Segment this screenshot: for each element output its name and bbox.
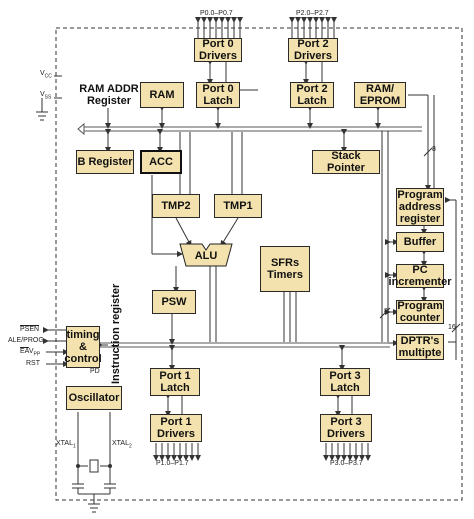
- port3-latch-label: Port 3 Latch: [329, 370, 361, 394]
- port1-latch-label: Port 1 Latch: [159, 370, 191, 394]
- xtal2-main: XTAL: [112, 440, 129, 447]
- ram-eprom-block: RAM/ EPROM: [354, 82, 406, 108]
- vss-sub: SS: [44, 94, 52, 101]
- dptr-label: DPTR's multipte: [398, 335, 442, 359]
- tmp2-label: TMP2: [161, 200, 191, 212]
- timing-control-label: timing & control: [64, 329, 102, 365]
- port0-drivers-block: Port 0 Drivers: [194, 38, 242, 62]
- port2-latch-block: Port 2 Latch: [290, 82, 334, 108]
- stack-pointer-label: Stack Pointer: [327, 150, 365, 174]
- psen-label: PSEN: [20, 326, 40, 333]
- port3-drivers-block: Port 3 Drivers: [320, 414, 372, 442]
- p2-pin-lines: [289, 17, 337, 38]
- sfrs-timers-block: SFRs Timers: [260, 246, 310, 292]
- alu-label: ALU: [194, 250, 218, 262]
- ea-main: EA: [20, 348, 29, 355]
- program-address-register-label: Program address register: [397, 189, 443, 225]
- right-bus-width: 8: [384, 308, 388, 315]
- addr-bus-width: 8: [432, 146, 436, 153]
- psw-block: PSW: [152, 290, 196, 314]
- tmp1-label: TMP1: [223, 200, 253, 212]
- chip-boundary: [55, 27, 463, 501]
- acc-block: ACC: [140, 150, 182, 174]
- port0-drivers-label: Port 0 Drivers: [199, 38, 237, 62]
- ram-label: RAM: [149, 89, 175, 101]
- port0-latch-label: Port 0 Latch: [202, 83, 234, 107]
- pc-incrementer-block: PC incrementer: [389, 264, 452, 288]
- timing-control-block: timing & control: [64, 326, 102, 368]
- port1-latch-block: Port 1 Latch: [150, 368, 200, 396]
- xtal1-sub: 1: [73, 443, 76, 450]
- vcc-sub: CC: [44, 73, 52, 80]
- port0-latch-block: Port 0 Latch: [196, 82, 240, 108]
- connector-lines: [97, 59, 457, 417]
- tmp1-block: TMP1: [214, 194, 262, 218]
- tmp2-block: TMP2: [152, 194, 200, 218]
- port1-drivers-label: Port 1 Drivers: [157, 416, 195, 440]
- vss-label: VSS: [40, 91, 51, 100]
- program-counter-label: Program counter: [397, 300, 443, 324]
- alu-shape: [179, 243, 233, 267]
- port3-latch-block: Port 3 Latch: [320, 368, 370, 396]
- sfrs-timers-label: SFRs Timers: [267, 257, 303, 281]
- internal-bus-top: [77, 122, 422, 136]
- p2-pin-label: P2.0–P2.7: [296, 10, 329, 17]
- dptr-bus-width: 16: [448, 324, 456, 331]
- p0-pin-lines: [195, 17, 243, 38]
- ram-block: RAM: [140, 82, 184, 108]
- p1-pin-lines: [153, 443, 201, 461]
- ea-v: V: [28, 348, 34, 355]
- stack-pointer-block: Stack Pointer: [312, 150, 380, 174]
- xtal1-label: XTAL1: [56, 440, 76, 449]
- eav-label: EAVPP: [20, 348, 40, 357]
- port1-drivers-block: Port 1 Drivers: [150, 414, 202, 442]
- b-register-label: B Register: [77, 156, 133, 168]
- ram-eprom-label: RAM/ EPROM: [359, 83, 401, 107]
- ram-addr-register-block: RAM ADDR Register: [76, 82, 142, 108]
- program-counter-block: Program counter: [396, 300, 444, 324]
- xtal2-sub: 2: [129, 443, 132, 450]
- internal-bus-bottom: [100, 342, 390, 348]
- p3-pin-lines: [323, 443, 371, 461]
- rst-label: RST: [26, 360, 40, 367]
- ea-pp: PP: [33, 351, 41, 358]
- xtal2-label: XTAL2: [112, 440, 132, 449]
- port2-drivers-block: Port 2 Drivers: [288, 38, 338, 62]
- instruction-register-label: Instruction register: [110, 283, 122, 384]
- p0-pin-label: P0.0–P0.7: [200, 10, 233, 17]
- ale-label: ALE/PROG: [8, 337, 44, 344]
- power-pins: [36, 75, 62, 121]
- control-pin-lines: [43, 327, 69, 367]
- port2-latch-label: Port 2 Latch: [296, 83, 328, 107]
- dptr-block: DPTR's multipte: [396, 334, 444, 360]
- pc-incrementer-label: PC incrementer: [388, 264, 452, 288]
- port3-drivers-label: Port 3 Drivers: [327, 416, 365, 440]
- alu-label-box: ALU: [186, 248, 226, 264]
- program-address-register-block: Program address register: [396, 188, 444, 226]
- b-register-block: B Register: [76, 150, 134, 174]
- ram-addr-register-label: RAM ADDR Register: [79, 83, 139, 107]
- bus-width-markers: [379, 147, 461, 333]
- acc-label: ACC: [149, 156, 173, 168]
- port2-drivers-label: Port 2 Drivers: [294, 38, 332, 62]
- crystal-circuit: [72, 412, 116, 513]
- p3-pin-label: P3.0–P3.7: [330, 460, 363, 467]
- vcc-label: VCC: [40, 70, 52, 79]
- p1-pin-label: P1.0–P1.7: [156, 460, 189, 467]
- oscillator-block: Oscillator: [66, 386, 122, 410]
- pd-label: PD: [90, 368, 100, 375]
- xtal1-main: XTAL: [56, 440, 73, 447]
- vcc-main: V: [40, 70, 45, 77]
- psw-label: PSW: [161, 296, 187, 308]
- buffer-label: Buffer: [403, 236, 437, 248]
- buffer-block: Buffer: [396, 232, 444, 252]
- vss-main: V: [40, 91, 45, 98]
- oscillator-label: Oscillator: [68, 392, 120, 404]
